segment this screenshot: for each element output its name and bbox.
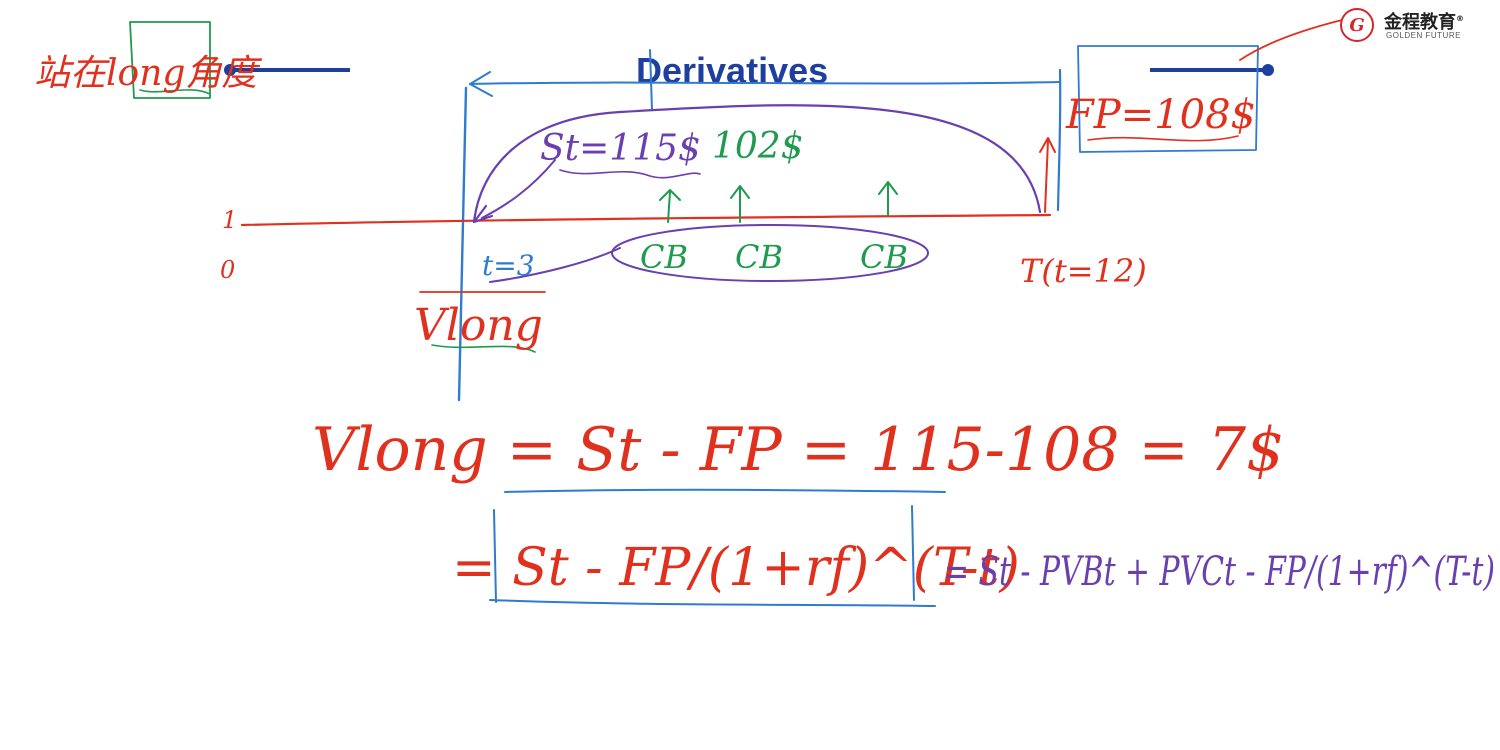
- t0-vertical-line: [457, 86, 468, 402]
- title-bar-right: [1150, 64, 1274, 76]
- formula2-box: [489, 505, 936, 607]
- formula-line-1: Vlong = St - FP = 115-108 = 7$: [312, 415, 1284, 485]
- spot-price-label: St=115$: [540, 128, 701, 169]
- title-bar-right-dot: [1262, 64, 1274, 76]
- note-long-perspective: 站在long角度: [34, 53, 262, 94]
- span-arrow: [469, 81, 1061, 85]
- coupon-label-2: CB: [735, 238, 783, 276]
- pv-bond-label: 102$: [712, 126, 804, 167]
- title-bar-left: [224, 64, 350, 76]
- timeline-label-zero: 0: [220, 256, 235, 284]
- v-long-label: Vlong: [414, 300, 543, 351]
- forward-price-label: FP=108$: [1065, 92, 1256, 138]
- pv-arc: [472, 104, 1042, 224]
- formula1-underline: [504, 488, 946, 493]
- company-logo: G 金程教育® GOLDEN FUTURE: [1340, 6, 1490, 44]
- timeline-label-one: 1: [222, 206, 237, 234]
- maturity-label: T(t=12): [1020, 252, 1147, 290]
- timeline: [240, 213, 1052, 227]
- title-bar-left-dot: [224, 64, 236, 76]
- logo-name-en: GOLDEN FUTURE: [1386, 31, 1461, 40]
- coupon-label-1: CB: [640, 238, 688, 276]
- formula-line-2-tail: = St - PVBt + PVCt - FP/(1+rf)^(T-t): [944, 549, 1495, 595]
- purchase-time-label: t=3: [482, 249, 535, 282]
- logo-mark-icon: G: [1340, 8, 1374, 42]
- formula-line-2-boxed: = St - FP/(1+rf)^(T-t): [452, 538, 1020, 598]
- coupon-ellipse: [611, 224, 929, 282]
- fp-box: [1077, 45, 1259, 153]
- logo-name-cn: 金程教育®: [1384, 12, 1464, 33]
- tT-vertical-line: [1056, 68, 1062, 212]
- coupon-label-3: CB: [860, 238, 908, 276]
